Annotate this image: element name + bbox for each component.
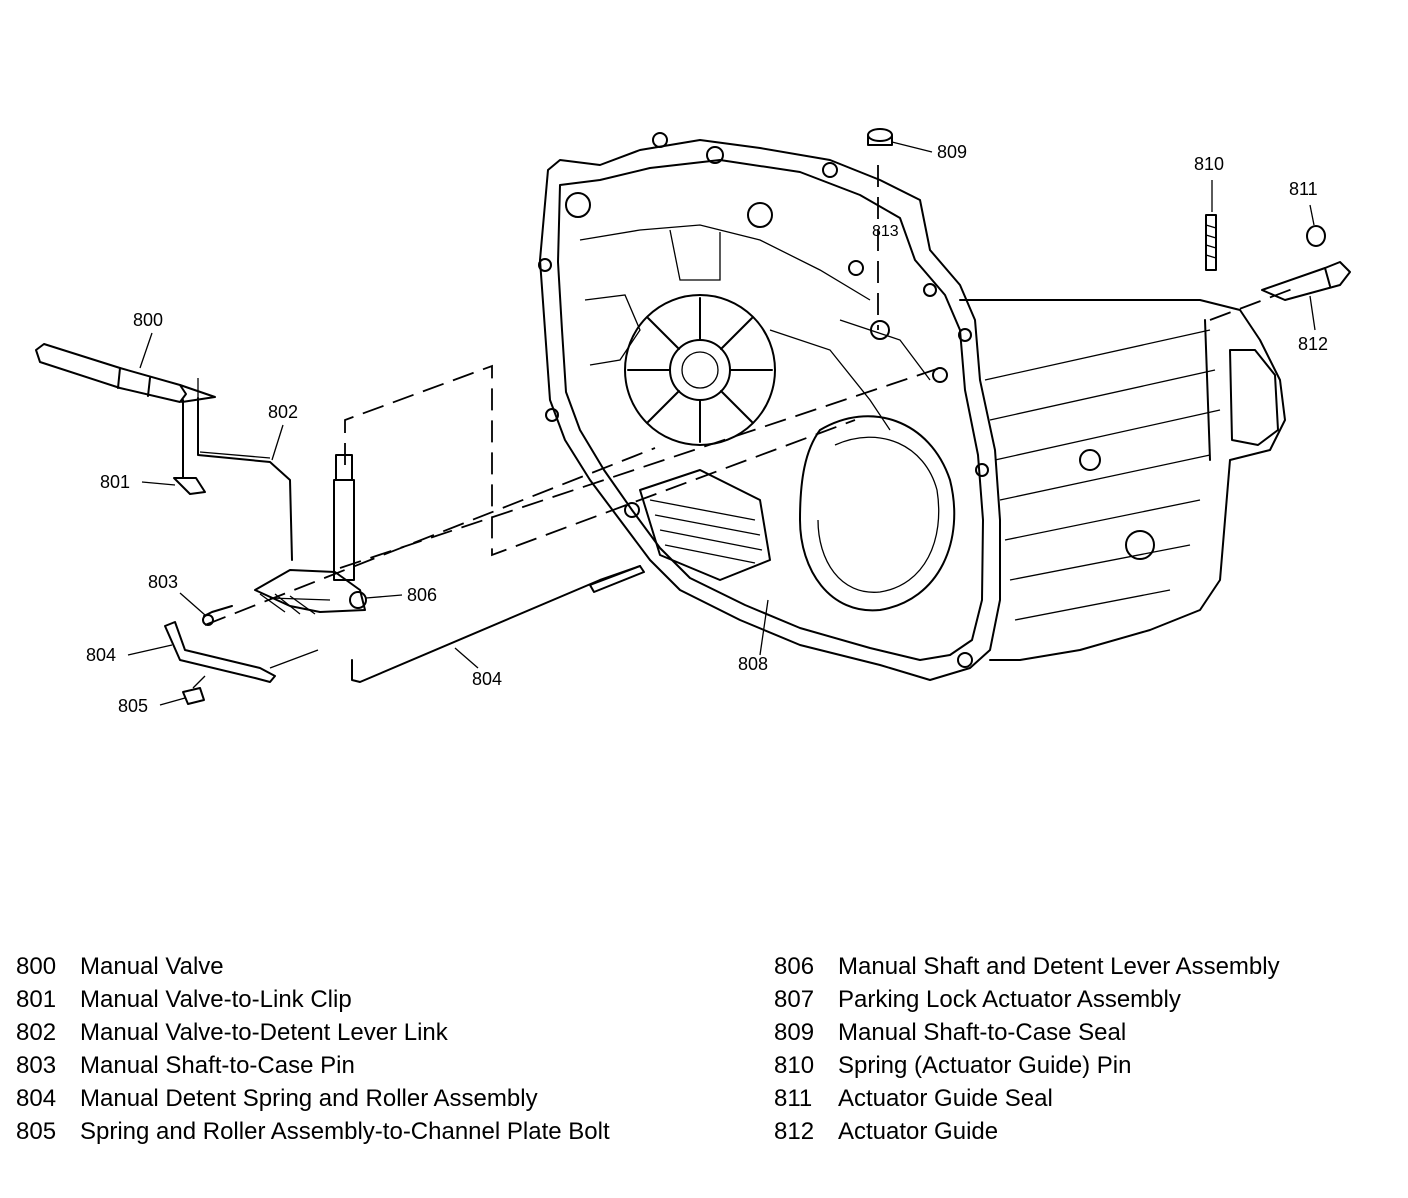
detent-lever-link-part — [197, 397, 293, 561]
callout-803: 803 — [148, 572, 178, 592]
callout-808: 808 — [738, 654, 768, 674]
detent-spring-part — [164, 621, 319, 683]
legend-number: 805 — [16, 1118, 57, 1145]
legend-item: 812 Actuator Guide — [774, 1115, 1394, 1148]
legend-description: Manual Valve-to-Link Clip — [80, 986, 352, 1013]
callout-802: 802 — [268, 402, 298, 422]
shaft-to-case-pin-part — [202, 605, 233, 626]
legend-number: 801 — [16, 986, 57, 1013]
actuator-guide-seal-part — [1306, 225, 1326, 247]
legend-number: 806 — [774, 953, 815, 980]
legend-number: 807 — [774, 986, 815, 1013]
legend-item: 800 Manual Valve — [16, 950, 756, 983]
legend-right-column: 806 Manual Shaft and Detent Lever Assemb… — [774, 950, 1394, 1148]
link-clip-part — [173, 399, 206, 495]
exploded-view-diagram: 800 801 802 803 804 805 806 804 808 809 … — [35, 128, 1351, 716]
legend-number: 803 — [16, 1052, 57, 1079]
parking-lock-rod-part — [351, 565, 645, 683]
legend-item: 806 Manual Shaft and Detent Lever Assemb… — [774, 950, 1394, 983]
legend-number: 802 — [16, 1019, 57, 1046]
callout-813: 813 — [872, 223, 899, 240]
legend-item: 805 Spring and Roller Assembly-to-Channe… — [16, 1115, 756, 1181]
channel-plate-bolt-part — [182, 675, 206, 705]
legend-description: Manual Valve-to-Detent Lever Link — [80, 1019, 448, 1046]
callout-811: 811 — [1289, 179, 1318, 199]
legend-description: Spring (Actuator Guide) Pin — [838, 1052, 1132, 1079]
callout-801: 801 — [100, 472, 130, 492]
legend-description: Manual Detent Spring and Roller Assembly — [80, 1085, 538, 1112]
legend-description: Manual Shaft-to-Case Seal — [838, 1019, 1127, 1046]
leader-lines — [127, 141, 1316, 706]
legend-number: 811 — [774, 1085, 813, 1112]
legend-number: 812 — [774, 1118, 815, 1145]
callout-804-left: 804 — [86, 645, 116, 665]
legend-left-column: 800 Manual Valve 801 Manual Valve-to-Lin… — [16, 950, 756, 1181]
legend-item: 804 Manual Detent Spring and Roller Asse… — [16, 1082, 756, 1115]
legend-description: Manual Valve — [80, 953, 224, 980]
manual-valve-part — [35, 343, 216, 403]
legend-description: Actuator Guide — [838, 1118, 999, 1145]
legend-item: 801 Manual Valve-to-Link Clip — [16, 983, 756, 1016]
spring-pin-part — [1205, 214, 1217, 271]
legend-number: 800 — [16, 953, 57, 980]
legend-description: Manual Shaft and Detent Lever Assembly — [838, 953, 1280, 980]
transmission-case — [538, 132, 1286, 681]
legend-number: 810 — [774, 1052, 815, 1079]
legend-description: Spring and Roller Assembly-to-Channel Pl… — [80, 1118, 610, 1145]
legend-description: Actuator Guide Seal — [838, 1085, 1053, 1112]
callout-810: 810 — [1194, 154, 1224, 174]
callout-809: 809 — [937, 142, 967, 162]
manual-shaft-detent-lever-part — [254, 454, 367, 615]
legend-item: 809 Manual Shaft-to-Case Seal — [774, 1016, 1394, 1049]
legend-item: 803 Manual Shaft-to-Case Pin — [16, 1049, 756, 1082]
legend-item: 811 Actuator Guide Seal — [774, 1082, 1394, 1115]
callout-800: 800 — [133, 310, 163, 330]
legend-item: 807 Parking Lock Actuator Assembly — [774, 983, 1394, 1016]
legend-item: 810 Spring (Actuator Guide) Pin — [774, 1049, 1394, 1082]
actuator-guide-part — [1261, 261, 1351, 301]
callout-812: 812 — [1298, 334, 1328, 354]
callout-labels: 800 801 802 803 804 805 806 804 808 809 … — [86, 142, 1328, 716]
legend-item: 802 Manual Valve-to-Detent Lever Link — [16, 1016, 756, 1049]
callout-805: 805 — [118, 696, 148, 716]
legend-description: Parking Lock Actuator Assembly — [838, 986, 1181, 1013]
legend-number: 804 — [16, 1085, 57, 1112]
callout-806: 806 — [407, 585, 437, 605]
assembly-lines — [204, 165, 1296, 626]
shaft-to-case-seal-part — [867, 128, 893, 146]
legend-number: 809 — [774, 1019, 815, 1046]
legend-description: Manual Shaft-to-Case Pin — [80, 1052, 355, 1079]
callout-804-right: 804 — [472, 669, 502, 689]
